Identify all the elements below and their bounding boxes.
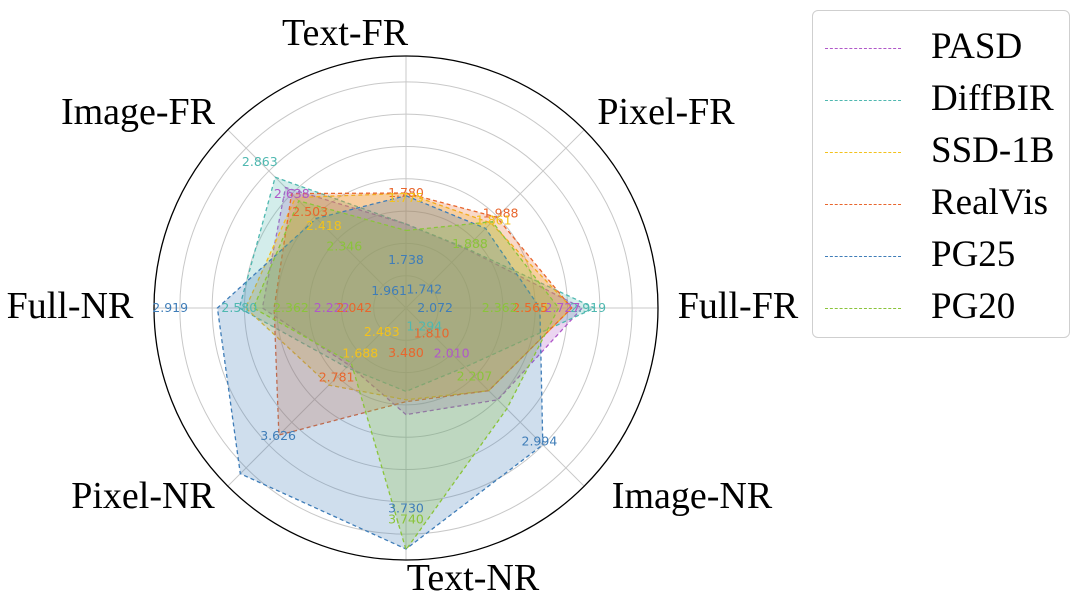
series-area-pg20 [252,200,560,552]
value-label: 1.988 [483,205,519,220]
value-label: 2.863 [242,154,278,169]
axis-label-image-fr: Image-FR [61,91,216,133]
axis-labels: Text-FR Pixel-FR Full-FR Image-NR Text-NR Pix… [7,12,799,599]
legend-item-ssd-1b: SSD-1B [813,127,1071,179]
legend-label: PG20 [931,286,1016,327]
outer-frame [153,55,659,561]
legend-swatch [825,48,901,49]
value-label: 2.042 [336,300,372,315]
value-label: 2.362 [273,300,309,315]
axis-label-text-nr: Text-NR [407,557,540,599]
grid-spoke [405,129,585,309]
value-label: 1.738 [388,252,424,267]
value-label: 1.810 [414,326,450,341]
value-label: 2.919 [152,300,188,315]
axis-label-pixel-fr: Pixel-FR [597,91,735,133]
series-area-pg25 [216,195,544,550]
value-label: 2.072 [417,300,453,315]
legend-swatch [825,100,901,101]
legend-label: DiffBIR [931,78,1054,119]
legend-item-realvis: RealVis [813,179,1071,231]
series-area-ssd-1b [244,192,573,401]
legend-swatch [825,204,901,205]
value-label: 2.483 [364,324,400,339]
value-label: 2.207 [457,369,493,384]
value-label: 2.638 [274,186,310,201]
value-label: 2.580 [221,300,257,315]
value-label: 3.480 [388,345,424,360]
axis-label-text-fr: Text-FR [282,12,409,54]
legend-swatch [825,308,901,309]
radar-grid [153,55,659,561]
value-label: 1.888 [452,236,488,251]
value-label: 2.222 [314,300,350,315]
legend-item-pg25: PG25 [813,231,1071,283]
value-label: 2.565 [512,300,548,315]
value-label: 2.994 [522,433,558,448]
legend-item-diffbir: DiffBIR [813,75,1071,127]
value-label: 2.727 [545,300,581,315]
series-area-diffbir [238,176,597,393]
legend-label: SSD-1B [931,130,1055,171]
value-label: 1.961 [371,283,407,298]
axis-label-full-nr: Full-NR [7,285,134,327]
value-label: 1.861 [476,212,512,227]
value-label: 2.567 [512,300,548,315]
value-label: 2.418 [306,218,342,233]
value-label: 1.780 [388,185,424,200]
value-label: 3.740 [388,511,424,526]
axis-label-pixel-nr: Pixel-NR [71,475,215,517]
value-label: 2.503 [292,204,328,219]
series-area-realvis [273,192,573,436]
grid-spoke [405,307,585,487]
value-label: 1.742 [406,282,442,297]
legend-label: PG25 [931,234,1016,275]
value-label: 2.010 [434,346,470,361]
legend-swatch [825,152,901,153]
legend-label: PASD [931,26,1023,67]
value-label: 2.346 [326,238,362,253]
legend-item-pasd: PASD [813,23,1071,75]
value-label: 2.362 [482,300,518,315]
value-label: 2.781 [319,369,355,384]
value-label: 1.294 [406,318,442,333]
legend-swatch [825,256,901,257]
axis-label-image-nr: Image-NR [612,475,773,517]
value-label: 1.775 [388,190,424,205]
value-label: 3.626 [260,428,296,443]
value-label: 2.919 [570,300,606,315]
legend-item-pg20: PG20 [813,283,1071,335]
series-areas [216,176,597,552]
value-label: 1.688 [342,346,378,361]
axis-label-full-fr: Full-FR [678,285,799,327]
legend-label: RealVis [931,182,1048,223]
value-label: 3.730 [388,500,424,515]
grid-spoke [227,307,407,487]
